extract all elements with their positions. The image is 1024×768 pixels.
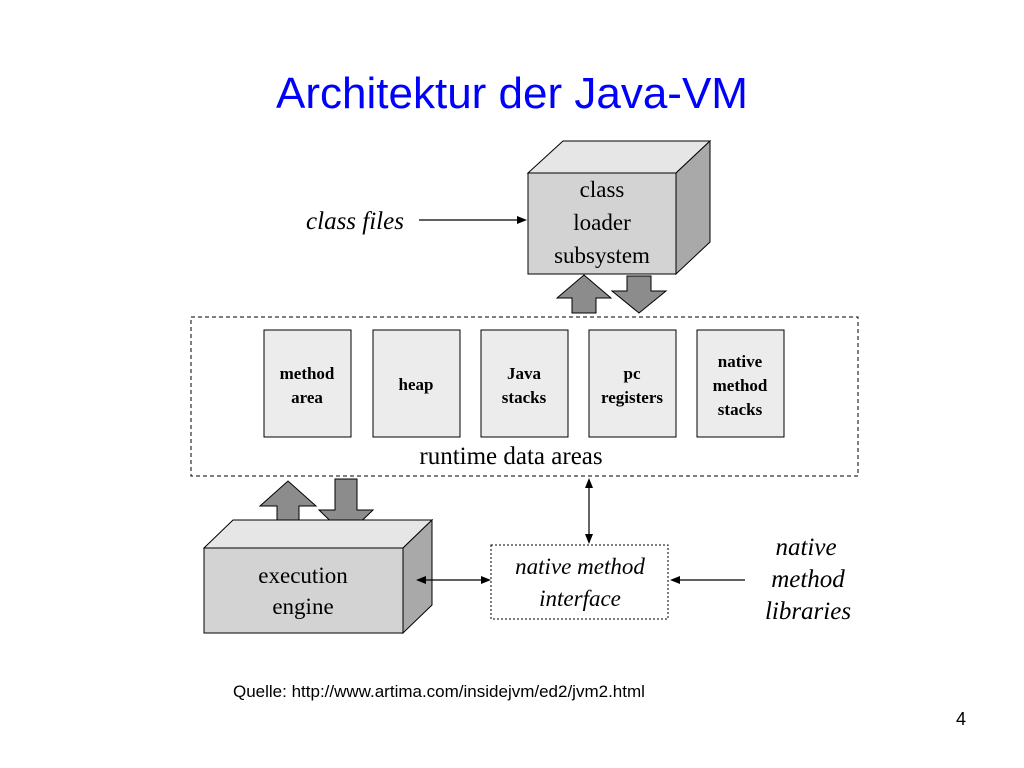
svg-text:registers: registers xyxy=(601,388,663,407)
runtime-native-interface-arrow xyxy=(585,478,593,544)
native-method-stacks-box: native method stacks xyxy=(696,329,785,438)
class-files-label: class files xyxy=(306,208,404,235)
downward-block-arrow xyxy=(610,275,668,314)
page-number: 4 xyxy=(955,709,966,729)
svg-text:method: method xyxy=(713,376,768,395)
execution-engine-line-1: execution xyxy=(258,563,348,588)
svg-text:Java: Java xyxy=(507,364,542,383)
native-libraries-arrow xyxy=(670,576,745,584)
class-loader-line-1: class xyxy=(580,177,625,202)
svg-text:libraries: libraries xyxy=(765,598,851,625)
native-method-interface-box: native method interface xyxy=(490,544,669,620)
svg-text:interface: interface xyxy=(539,586,621,611)
source-citation: Quelle: http://www.artima.com/insidejvm/… xyxy=(233,682,645,701)
native-method-libraries-label: native method libraries xyxy=(765,534,851,625)
engine-native-interface-arrow xyxy=(416,576,491,584)
pc-registers-box: pc registers xyxy=(588,329,677,438)
heap-box: heap xyxy=(372,329,461,438)
svg-text:area: area xyxy=(291,388,323,407)
class-loader-line-3: subsystem xyxy=(554,243,650,268)
runtime-data-areas-label: runtime data areas xyxy=(419,443,602,470)
svg-text:native: native xyxy=(718,352,763,371)
upward-block-arrow xyxy=(555,274,613,314)
slide-title: Architektur der Java-VM xyxy=(276,69,748,118)
svg-text:heap: heap xyxy=(399,375,434,394)
method-area-box: method area xyxy=(263,329,352,438)
svg-text:native method: native method xyxy=(515,554,645,579)
svg-text:method: method xyxy=(280,364,335,383)
java-stacks-box: Java stacks xyxy=(480,329,569,438)
class-loader-line-2: loader xyxy=(573,210,631,235)
svg-text:native: native xyxy=(775,534,836,561)
svg-text:pc: pc xyxy=(624,364,641,383)
execution-engine-line-2: engine xyxy=(272,594,333,619)
class-loader-subsystem-box: class loader subsystem xyxy=(526,139,712,276)
svg-text:method: method xyxy=(771,566,845,593)
class-files-arrow xyxy=(419,216,527,224)
svg-text:stacks: stacks xyxy=(502,388,547,407)
execution-engine-box: execution engine xyxy=(202,518,434,635)
svg-text:stacks: stacks xyxy=(718,400,763,419)
